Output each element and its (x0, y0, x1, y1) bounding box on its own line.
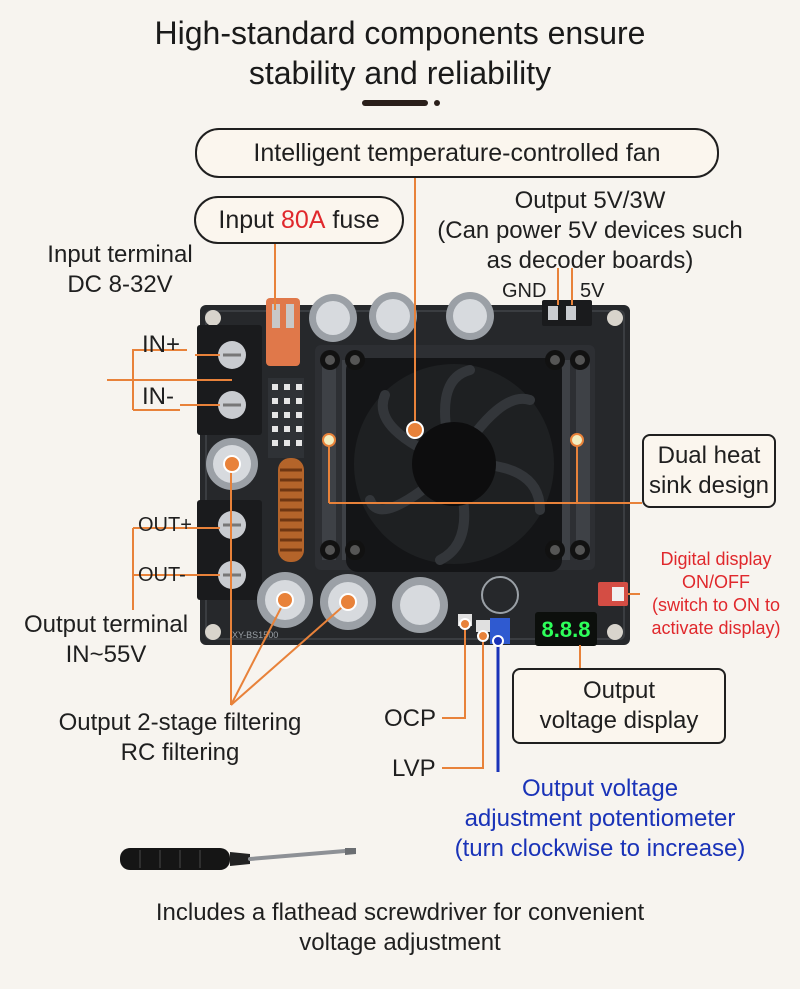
display-switch-line-4: activate display) (651, 618, 781, 638)
title-divider-dot (434, 100, 440, 106)
filtering-line-1: Output 2-stage filtering (58, 709, 302, 736)
screwdriver-note: Includes a flathead screwdriver for conv… (0, 898, 800, 958)
board-silk-label: XY-BS1500 (232, 630, 278, 640)
label-lvp: LVP (392, 755, 436, 782)
callout-output-5v: Output 5V/3W (Can power 5V devices such … (430, 186, 750, 276)
title-divider (362, 100, 428, 106)
potentiometer-line-3: (turn clockwise to increase) (454, 835, 746, 862)
label-out-minus: OUT- (138, 564, 186, 586)
label-in-minus: IN- (142, 383, 174, 410)
heatsink-line-1: Dual heat (657, 442, 761, 469)
callout-heatsink: Dual heat sink design (642, 434, 776, 508)
potentiometer-line-1: Output voltage (521, 775, 679, 802)
heatsink-line-2: sink design (648, 472, 770, 499)
callout-output-terminal: Output terminal IN~55V (6, 610, 206, 670)
potentiometer-line-2: adjustment potentiometer (464, 805, 736, 832)
label-in-plus: IN+ (142, 331, 181, 358)
display-digits: 8.8.8 (542, 617, 591, 642)
fuse-prefix: Input (218, 205, 281, 234)
output5v-line-1: Output 5V/3W (514, 187, 666, 214)
callout-fan: Intelligent temperature-controlled fan (195, 128, 719, 178)
callout-voltage-display: Output voltage display (512, 668, 726, 744)
callout-filtering: Output 2-stage filtering RC filtering (22, 708, 338, 768)
screwdriver-handle (120, 848, 230, 870)
callout-input-terminal: Input terminal DC 8-32V (20, 240, 220, 300)
voltage-display-line-1: Output (582, 677, 656, 704)
display-switch-line-3: (switch to ON to (651, 595, 781, 615)
screwdriver-shaft (248, 849, 347, 861)
mounting-hole (205, 624, 221, 640)
input-terminal-line-2: DC 8-32V (67, 271, 173, 298)
output-terminal-line-2: IN~55V (65, 641, 147, 668)
voltage-display-line-2: voltage display (539, 707, 699, 734)
lvp-trimpot (476, 620, 490, 632)
display-switch-line-2: ON/OFF (682, 572, 750, 592)
output5v-line-2: (Can power 5V devices such (437, 217, 743, 244)
callout-potentiometer: Output voltage adjustment potentiometer … (410, 774, 790, 864)
label-gnd: GND (502, 280, 547, 302)
display-switch-line-1: Digital display (660, 549, 772, 569)
output-terminal-line-1: Output terminal (23, 611, 189, 638)
headline-line-1: High-standard components ensure (154, 15, 646, 51)
label-5v: 5V (580, 280, 605, 302)
fuse-suffix: fuse (325, 205, 380, 234)
voltage-display-panel (535, 612, 597, 646)
mounting-hole (607, 624, 623, 640)
callout-display-switch: Digital display ON/OFF (switch to ON to … (634, 548, 798, 640)
screwdriver-line-1: Includes a flathead screwdriver for conv… (155, 899, 645, 926)
headline-line-2: stability and reliability (248, 55, 552, 91)
label-out-plus: OUT+ (138, 514, 192, 536)
screwdriver-line-2: voltage adjustment (299, 929, 501, 956)
output5v-line-3: as decoder boards) (486, 247, 694, 274)
callout-fuse: Input 80A fuse (194, 196, 404, 244)
fuse-rating: 80A (280, 205, 326, 234)
board-logo (481, 576, 519, 614)
input-terminal-line-1: Input terminal (47, 241, 193, 268)
mounting-hole (205, 310, 221, 326)
screwdriver-illustration (120, 848, 356, 870)
filtering-line-2: RC filtering (120, 739, 240, 766)
fuse (266, 298, 300, 366)
label-ocp: OCP (384, 705, 437, 732)
mounting-hole (607, 310, 623, 326)
fan-hub (412, 422, 496, 506)
